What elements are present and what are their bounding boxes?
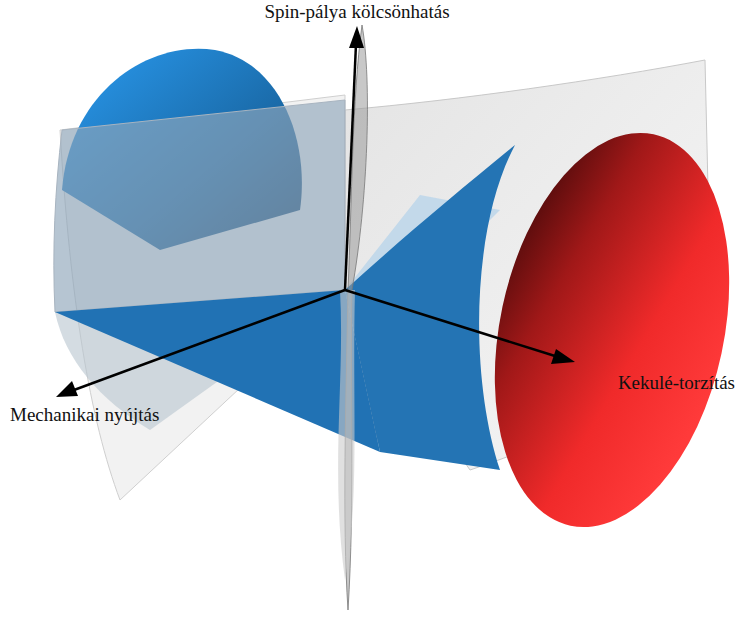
blue-fan [55, 290, 380, 452]
grey-sheet [54, 100, 345, 312]
blue-cone [345, 145, 515, 470]
axis-label: Kekulé-torzítás [618, 372, 735, 395]
axis-label: Mechanikai nyújtás [10, 404, 159, 427]
thin-sheet [338, 290, 355, 580]
arrowhead [56, 381, 78, 397]
red-cone-opening [461, 111, 739, 549]
arrowhead [349, 26, 364, 48]
axis-line [74, 290, 345, 390]
axis-line [345, 290, 555, 356]
axis-line [345, 44, 356, 290]
arrowheads [56, 26, 575, 397]
axes [74, 44, 555, 390]
axis-label: Spin-pálya kölcsönhatás [264, 1, 449, 24]
arrowhead [551, 349, 575, 364]
